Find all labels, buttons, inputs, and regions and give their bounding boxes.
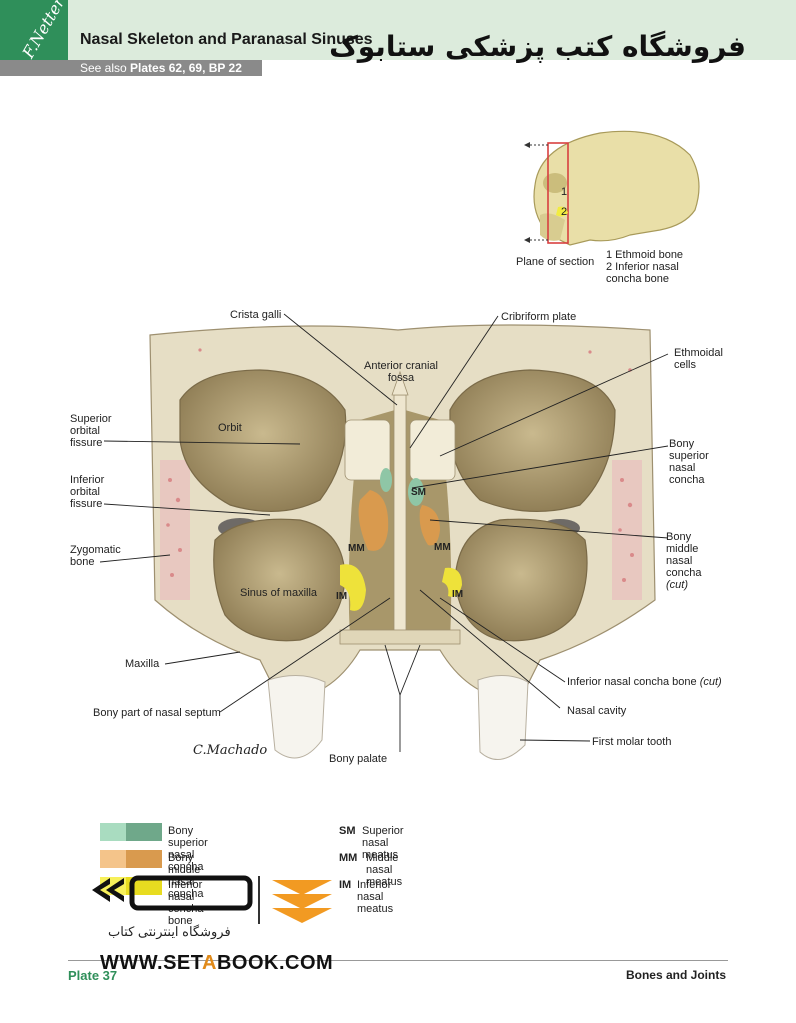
label-cribriform-plate: Cribriform plate	[501, 311, 577, 323]
label-orbit: Orbit	[218, 422, 242, 434]
inset-number-1: 1	[561, 186, 568, 198]
label-sinus-of-maxilla: Sinus of maxilla	[240, 587, 318, 599]
label-superior-orbital-fissure: Superior orbital fissure	[70, 413, 112, 449]
label-nasal-cavity: Nasal cavity	[567, 705, 627, 717]
label-crista-galli: Crista galli	[230, 309, 282, 321]
legend-abbr-text: Middle nasal meatus	[366, 852, 403, 888]
label-sm: SM	[411, 487, 426, 498]
page-title: Nasal Skeleton and Paranasal Sinuses	[80, 31, 373, 48]
label-bony-superior-nasal-concha: Bony superior nasal concha	[669, 438, 709, 486]
label-im-left: IM	[336, 591, 348, 602]
legend-swatch-dark	[126, 850, 162, 868]
see-also-text: See also Plates 62, 69, BP 22	[80, 61, 242, 75]
legend-abbr: SM	[339, 825, 356, 837]
label-cut: (cut)	[666, 579, 688, 591]
legend-swatch-light	[100, 823, 126, 841]
inset-number-2: 2	[561, 206, 568, 218]
see-also-refs[interactable]: Plates 62, 69, BP 22	[130, 61, 242, 75]
label-bony-palate: Bony palate	[329, 753, 388, 765]
label-bony-middle-nasal-concha: Bony middle nasal concha	[666, 531, 702, 579]
legend-abbr-text: Inferior nasal meatus	[357, 879, 394, 915]
see-also-bar	[0, 60, 262, 76]
inset-skull	[524, 130, 700, 246]
artist-signature: C.Machado	[193, 743, 268, 758]
label-inferior-nasal-concha-bone: Inferior nasal concha bone (cut)	[567, 676, 722, 688]
persian-title: فروشگاه کتب پزشکی ستابوک	[329, 30, 746, 63]
plate-number: Plate 37	[68, 968, 118, 983]
watermark-persian-text: فروشگاه اینترنتی کتاب	[108, 924, 231, 939]
label-im-right: IM	[452, 589, 464, 600]
header-bar	[0, 0, 796, 60]
legend-text: Bony superior nasal concha	[168, 825, 208, 873]
label-mm-right: MM	[434, 542, 451, 553]
setabook-logo-icon	[92, 875, 332, 924]
legend-abbr: IM	[339, 879, 352, 891]
legend-swatch-dark	[126, 823, 162, 841]
watermark-site-url[interactable]: WWW.SETABOOK.COM	[100, 952, 334, 974]
plane-of-section-label: Plane of section	[516, 256, 595, 268]
legend-swatch-light	[100, 850, 126, 868]
netter-logo: F.Netter	[0, 0, 69, 61]
label-first-molar-tooth: First molar tooth	[592, 736, 672, 748]
label-ethmoidal-cells: Ethmoidal cells	[674, 347, 723, 371]
inset-legend-2: 2 Inferior nasal concha bone	[606, 261, 679, 285]
label-bony-part-nasal-septum: Bony part of nasal septum	[93, 707, 221, 719]
label-maxilla: Maxilla	[125, 658, 160, 670]
label-zygomatic-bone: Zygomatic bone	[70, 544, 121, 568]
label-inferior-orbital-fissure: Inferior orbital fissure	[70, 474, 105, 510]
skull-coronal-section	[99, 313, 669, 760]
label-anterior-cranial-fossa: Anterior cranial fossa	[364, 360, 438, 384]
footer-divider	[68, 960, 728, 961]
label-mm-left: MM	[348, 543, 365, 554]
legend-abbr-text: Superior nasal meatus	[362, 825, 404, 861]
legend-abbr: MM	[339, 852, 358, 864]
inset-legend-1: 1 Ethmoid bone	[606, 249, 684, 261]
section-title: Bones and Joints	[625, 968, 726, 982]
